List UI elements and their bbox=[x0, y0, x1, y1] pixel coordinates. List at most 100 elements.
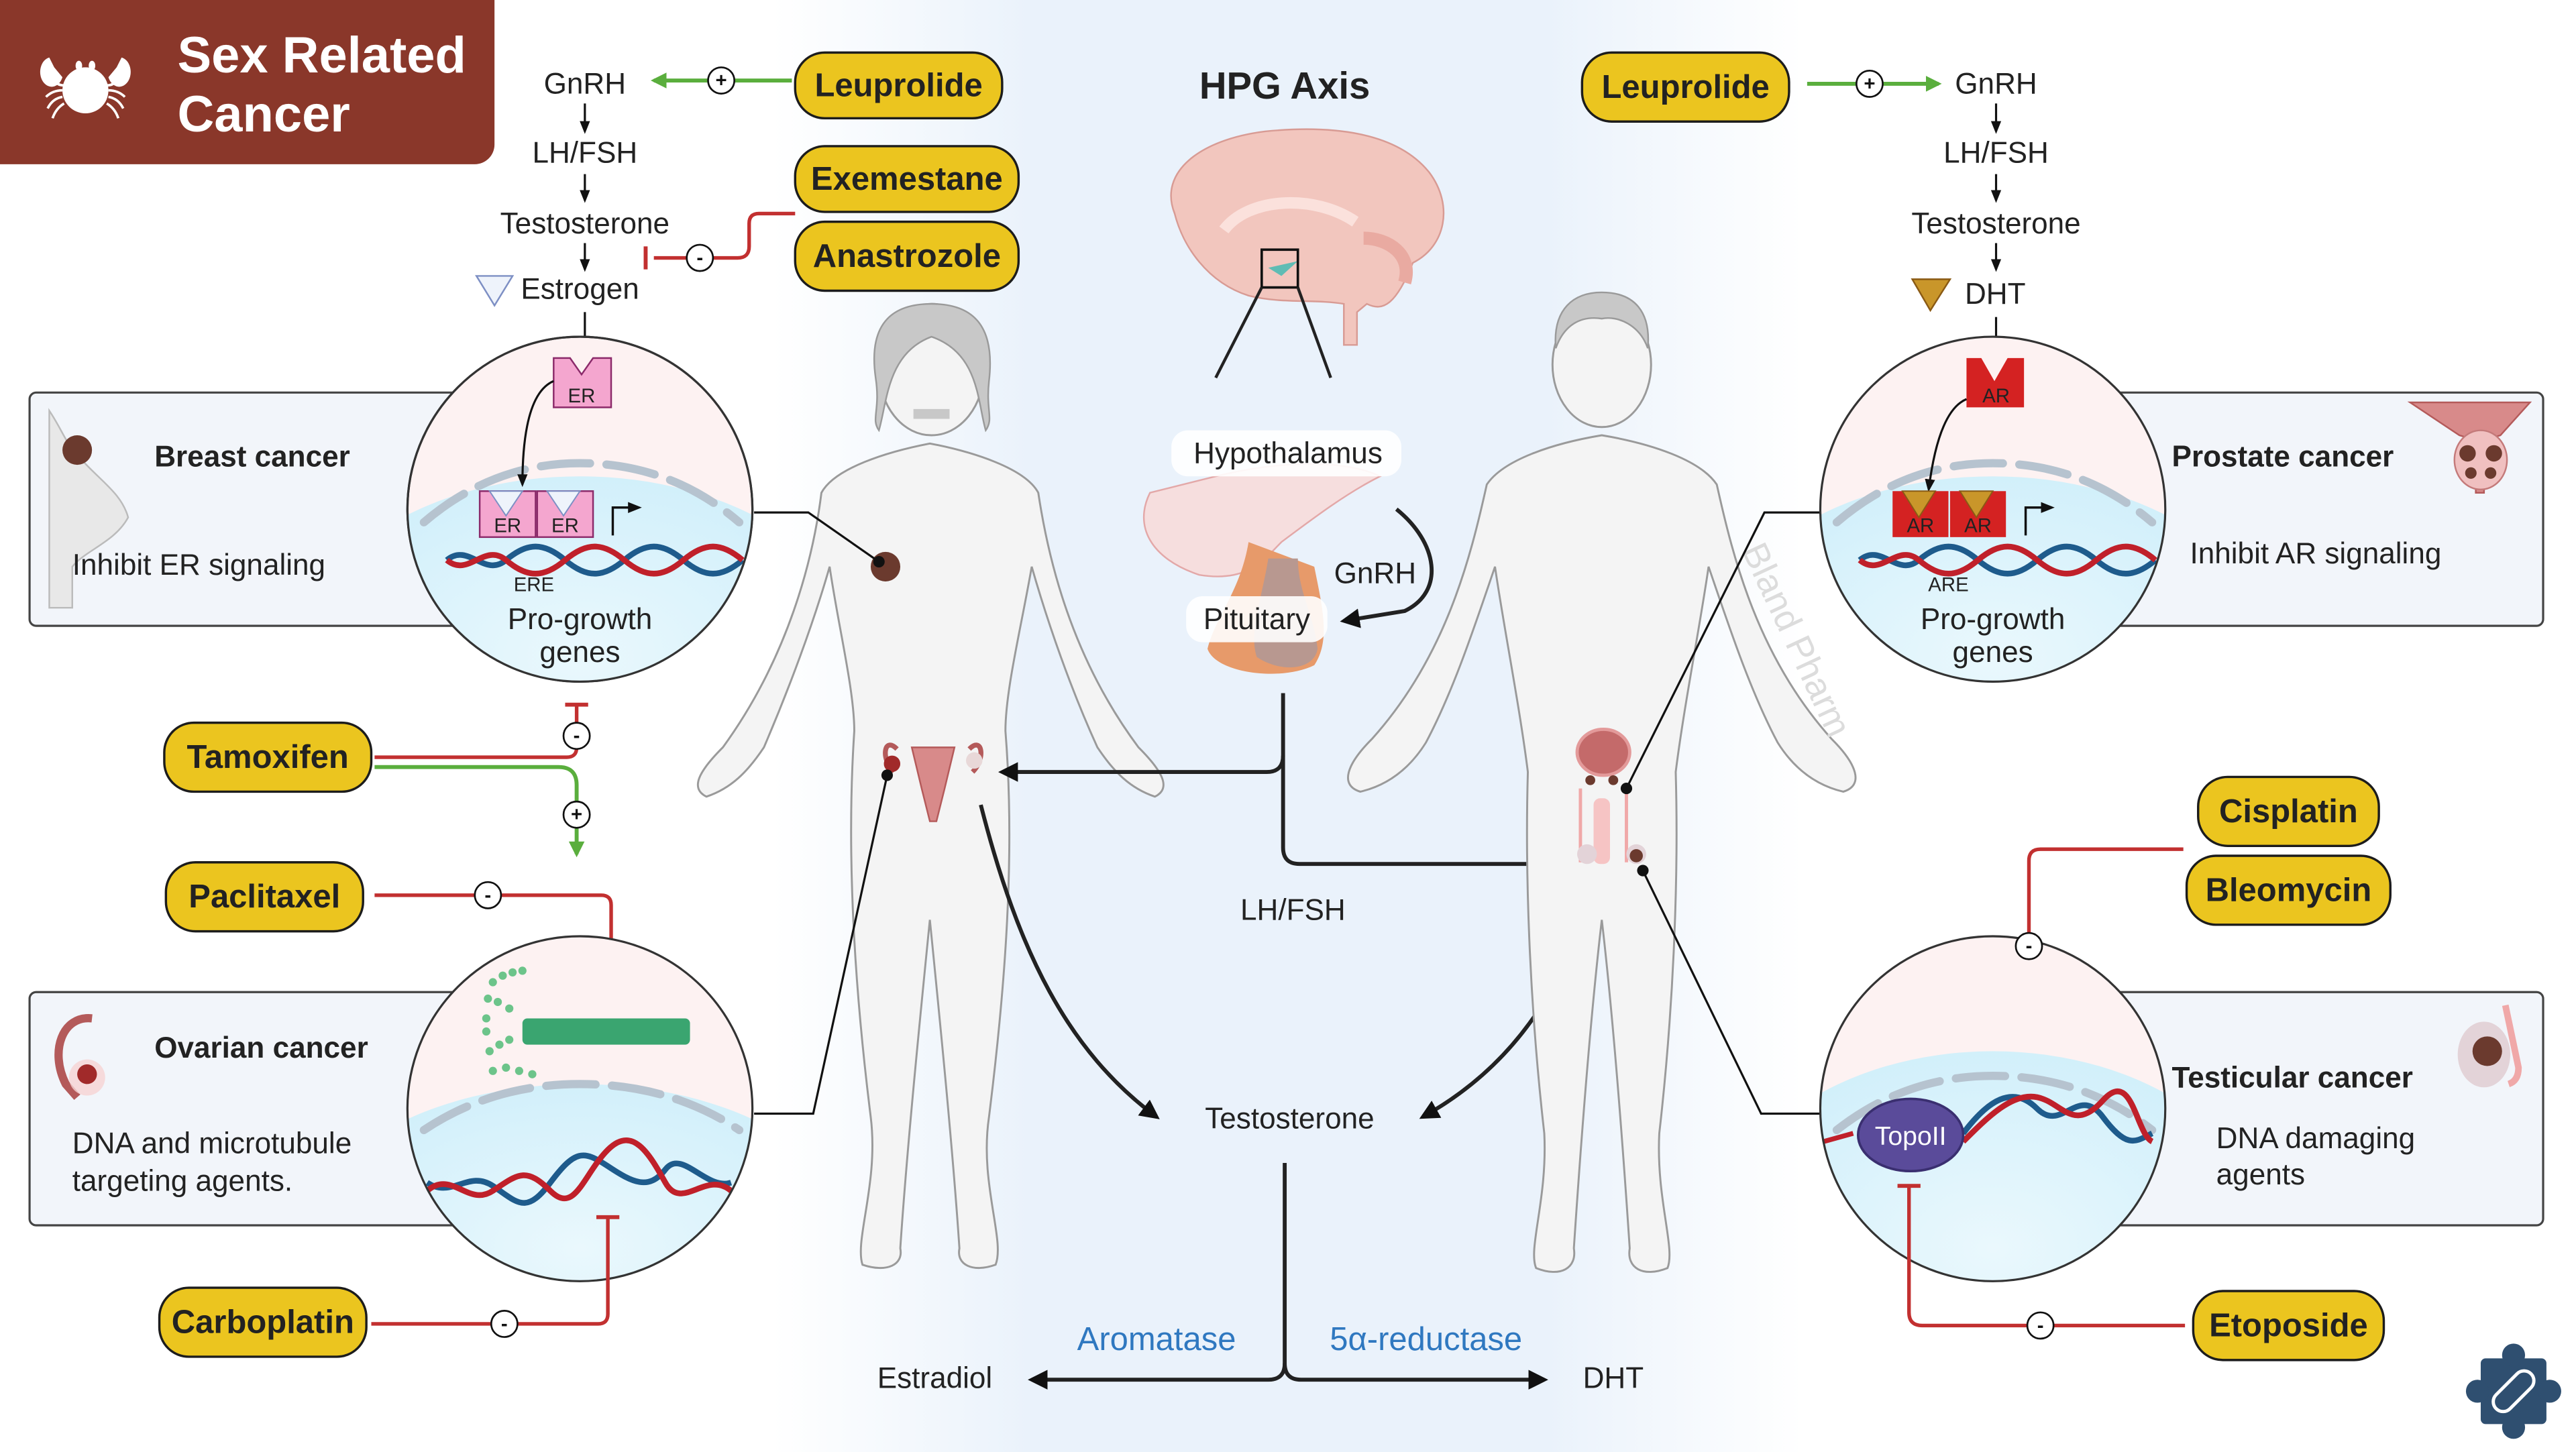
ovary-icon bbox=[54, 1014, 105, 1101]
female-step-gnrh: GnRH bbox=[544, 68, 626, 101]
hpg-axis-heading: HPG Axis bbox=[1199, 64, 1371, 107]
svg-text:ER: ER bbox=[551, 515, 579, 537]
hypothalamus-label: Hypothalamus bbox=[1193, 437, 1383, 470]
pituitary-label-bg bbox=[1186, 596, 1328, 643]
prostate-cell-zoom: AR AR AR ARE Pro-growth genes bbox=[1819, 335, 2167, 683]
er-receptor-dimer: ER ER bbox=[478, 490, 594, 539]
prostate-icon bbox=[2407, 401, 2532, 494]
svg-text:-: - bbox=[574, 725, 580, 747]
plus-sign: + bbox=[707, 66, 736, 95]
drug-anastrozole[interactable]: Anastrozole bbox=[794, 220, 1020, 292]
etoposide-inhibition-line bbox=[1907, 1186, 2186, 1328]
breast-tumor-icon bbox=[870, 551, 901, 581]
testicular-card-title: Testicular cancer bbox=[2172, 1061, 2413, 1094]
dht-triangle-icon bbox=[1911, 278, 1952, 313]
female-step-estrogen: Estrogen bbox=[521, 273, 639, 306]
connector-testis bbox=[1642, 870, 1821, 1115]
plus-sign: + bbox=[562, 800, 591, 829]
ovarian-cancer-card: Ovarian cancer DNA and microtubule targe… bbox=[28, 991, 507, 1227]
svg-text:Paclitaxel: Paclitaxel bbox=[189, 879, 340, 915]
topoii-label: TopoII bbox=[1875, 1122, 1947, 1151]
minus-sign: - bbox=[686, 243, 714, 272]
estrogen-triangle-icon bbox=[475, 275, 515, 307]
ar-receptor-dimer: AR AR bbox=[1892, 490, 2006, 537]
lhfsh-center-label: LH/FSH bbox=[1240, 893, 1346, 926]
genes-line-1: Pro-growth bbox=[508, 603, 653, 636]
zoom-box bbox=[1260, 248, 1299, 289]
reductase-arrow bbox=[1283, 1363, 1548, 1390]
drug-carboplatin[interactable]: Carboplatin bbox=[158, 1286, 368, 1358]
ovarian-card-title: Ovarian cancer bbox=[154, 1031, 368, 1064]
testis-icon bbox=[2457, 1004, 2522, 1088]
minus-sign: - bbox=[2026, 1311, 2055, 1340]
breast-cell-zoom: ER ER ER ERE Pro-growth genes bbox=[406, 335, 754, 683]
crab-icon bbox=[40, 57, 131, 119]
estradiol-label: Estradiol bbox=[877, 1361, 992, 1394]
minus-sign: - bbox=[562, 722, 591, 750]
svg-text:+: + bbox=[1864, 72, 1875, 95]
minus-sign: - bbox=[474, 881, 502, 909]
paclitaxel-inhibition-line bbox=[374, 893, 613, 993]
ovarian-cell-zoom bbox=[406, 935, 754, 1282]
genes-line-2: genes bbox=[1953, 636, 2033, 669]
drug-tamoxifen[interactable]: Tamoxifen bbox=[163, 721, 373, 793]
pituitary-label: Pituitary bbox=[1203, 603, 1310, 636]
genes-line-1: Pro-growth bbox=[1921, 603, 2065, 636]
svg-text:-: - bbox=[696, 247, 703, 269]
svg-text:Tamoxifen: Tamoxifen bbox=[187, 739, 349, 775]
drug-paclitaxel[interactable]: Paclitaxel bbox=[164, 861, 364, 933]
svg-text:Anastrozole: Anastrozole bbox=[813, 238, 1001, 274]
cisplatin-inhibition-line bbox=[2027, 847, 2184, 1065]
svg-text:Leuprolide: Leuprolide bbox=[814, 67, 982, 103]
brain-illustration bbox=[1170, 128, 1445, 379]
genes-line-2: genes bbox=[539, 636, 620, 669]
breast-cancer-card: Breast cancer Inhibit ER signaling bbox=[28, 391, 507, 627]
testicular-card-desc-1: DNA damaging bbox=[2216, 1122, 2415, 1155]
svg-text:ER: ER bbox=[494, 515, 521, 537]
ere-label: ERE bbox=[514, 574, 554, 596]
drug-leuprolide-left[interactable]: Leuprolide bbox=[794, 51, 1004, 120]
svg-text:Cisplatin: Cisplatin bbox=[2219, 793, 2358, 830]
minus-sign: - bbox=[2015, 932, 2043, 960]
topoii-enzyme-icon bbox=[1856, 1097, 1965, 1173]
testicular-card-desc-2: agents bbox=[2216, 1158, 2305, 1191]
svg-text:Leuprolide: Leuprolide bbox=[1602, 69, 1770, 105]
dht-center-label: DHT bbox=[1583, 1361, 1644, 1394]
plus-sign: + bbox=[1856, 69, 1884, 98]
svg-text:+: + bbox=[571, 803, 582, 826]
svg-text:Carboplatin: Carboplatin bbox=[172, 1304, 354, 1341]
svg-text:Bleomycin: Bleomycin bbox=[2206, 872, 2372, 908]
drug-leuprolide-right[interactable]: Leuprolide bbox=[1580, 51, 1790, 123]
male-step-testosterone: Testosterone bbox=[1911, 207, 2080, 240]
uterus-icon bbox=[883, 742, 983, 822]
drug-cisplatin[interactable]: Cisplatin bbox=[2197, 775, 2380, 847]
ar-receptor-free: AR bbox=[1966, 357, 2025, 408]
ovarian-card-desc-2: targeting agents. bbox=[72, 1165, 292, 1198]
title-line-2: Cancer bbox=[177, 86, 350, 143]
drug-exemestane[interactable]: Exemestane bbox=[794, 145, 1020, 213]
svg-text:-: - bbox=[2026, 935, 2033, 957]
transcription-arrow-icon bbox=[611, 502, 642, 536]
aromatase-label: Aromatase bbox=[1077, 1321, 1236, 1357]
hypothalamus-label-bg bbox=[1171, 430, 1401, 477]
connector-dot bbox=[1620, 782, 1633, 795]
connector-ovary bbox=[754, 775, 889, 1115]
svg-text:AR: AR bbox=[1964, 515, 1992, 537]
svg-text:AR: AR bbox=[1907, 515, 1934, 537]
microtubule-icon bbox=[482, 966, 690, 1078]
title-banner: Sex Related Cancer bbox=[0, 0, 495, 164]
female-pathway: GnRH LH/FSH Testosterone Estrogen + Leup… bbox=[475, 51, 1020, 353]
gnrh-arrow bbox=[1340, 507, 1434, 628]
svg-text:-: - bbox=[2037, 1315, 2044, 1337]
svg-text:+: + bbox=[716, 70, 727, 92]
er-receptor-free: ER bbox=[553, 357, 612, 408]
connector-dot bbox=[1637, 864, 1649, 877]
prostate-organ-icon bbox=[1575, 727, 1646, 864]
male-step-dht: DHT bbox=[1965, 278, 2026, 311]
drug-etoposide[interactable]: Etoposide bbox=[2192, 1290, 2385, 1361]
lhfsh-to-male-arrow bbox=[1281, 755, 1562, 874]
drug-bleomycin[interactable]: Bleomycin bbox=[2185, 854, 2392, 926]
svg-text:ER: ER bbox=[568, 385, 596, 407]
are-label: ARE bbox=[1928, 574, 1968, 596]
puzzle-pill-icon bbox=[2465, 1343, 2561, 1439]
